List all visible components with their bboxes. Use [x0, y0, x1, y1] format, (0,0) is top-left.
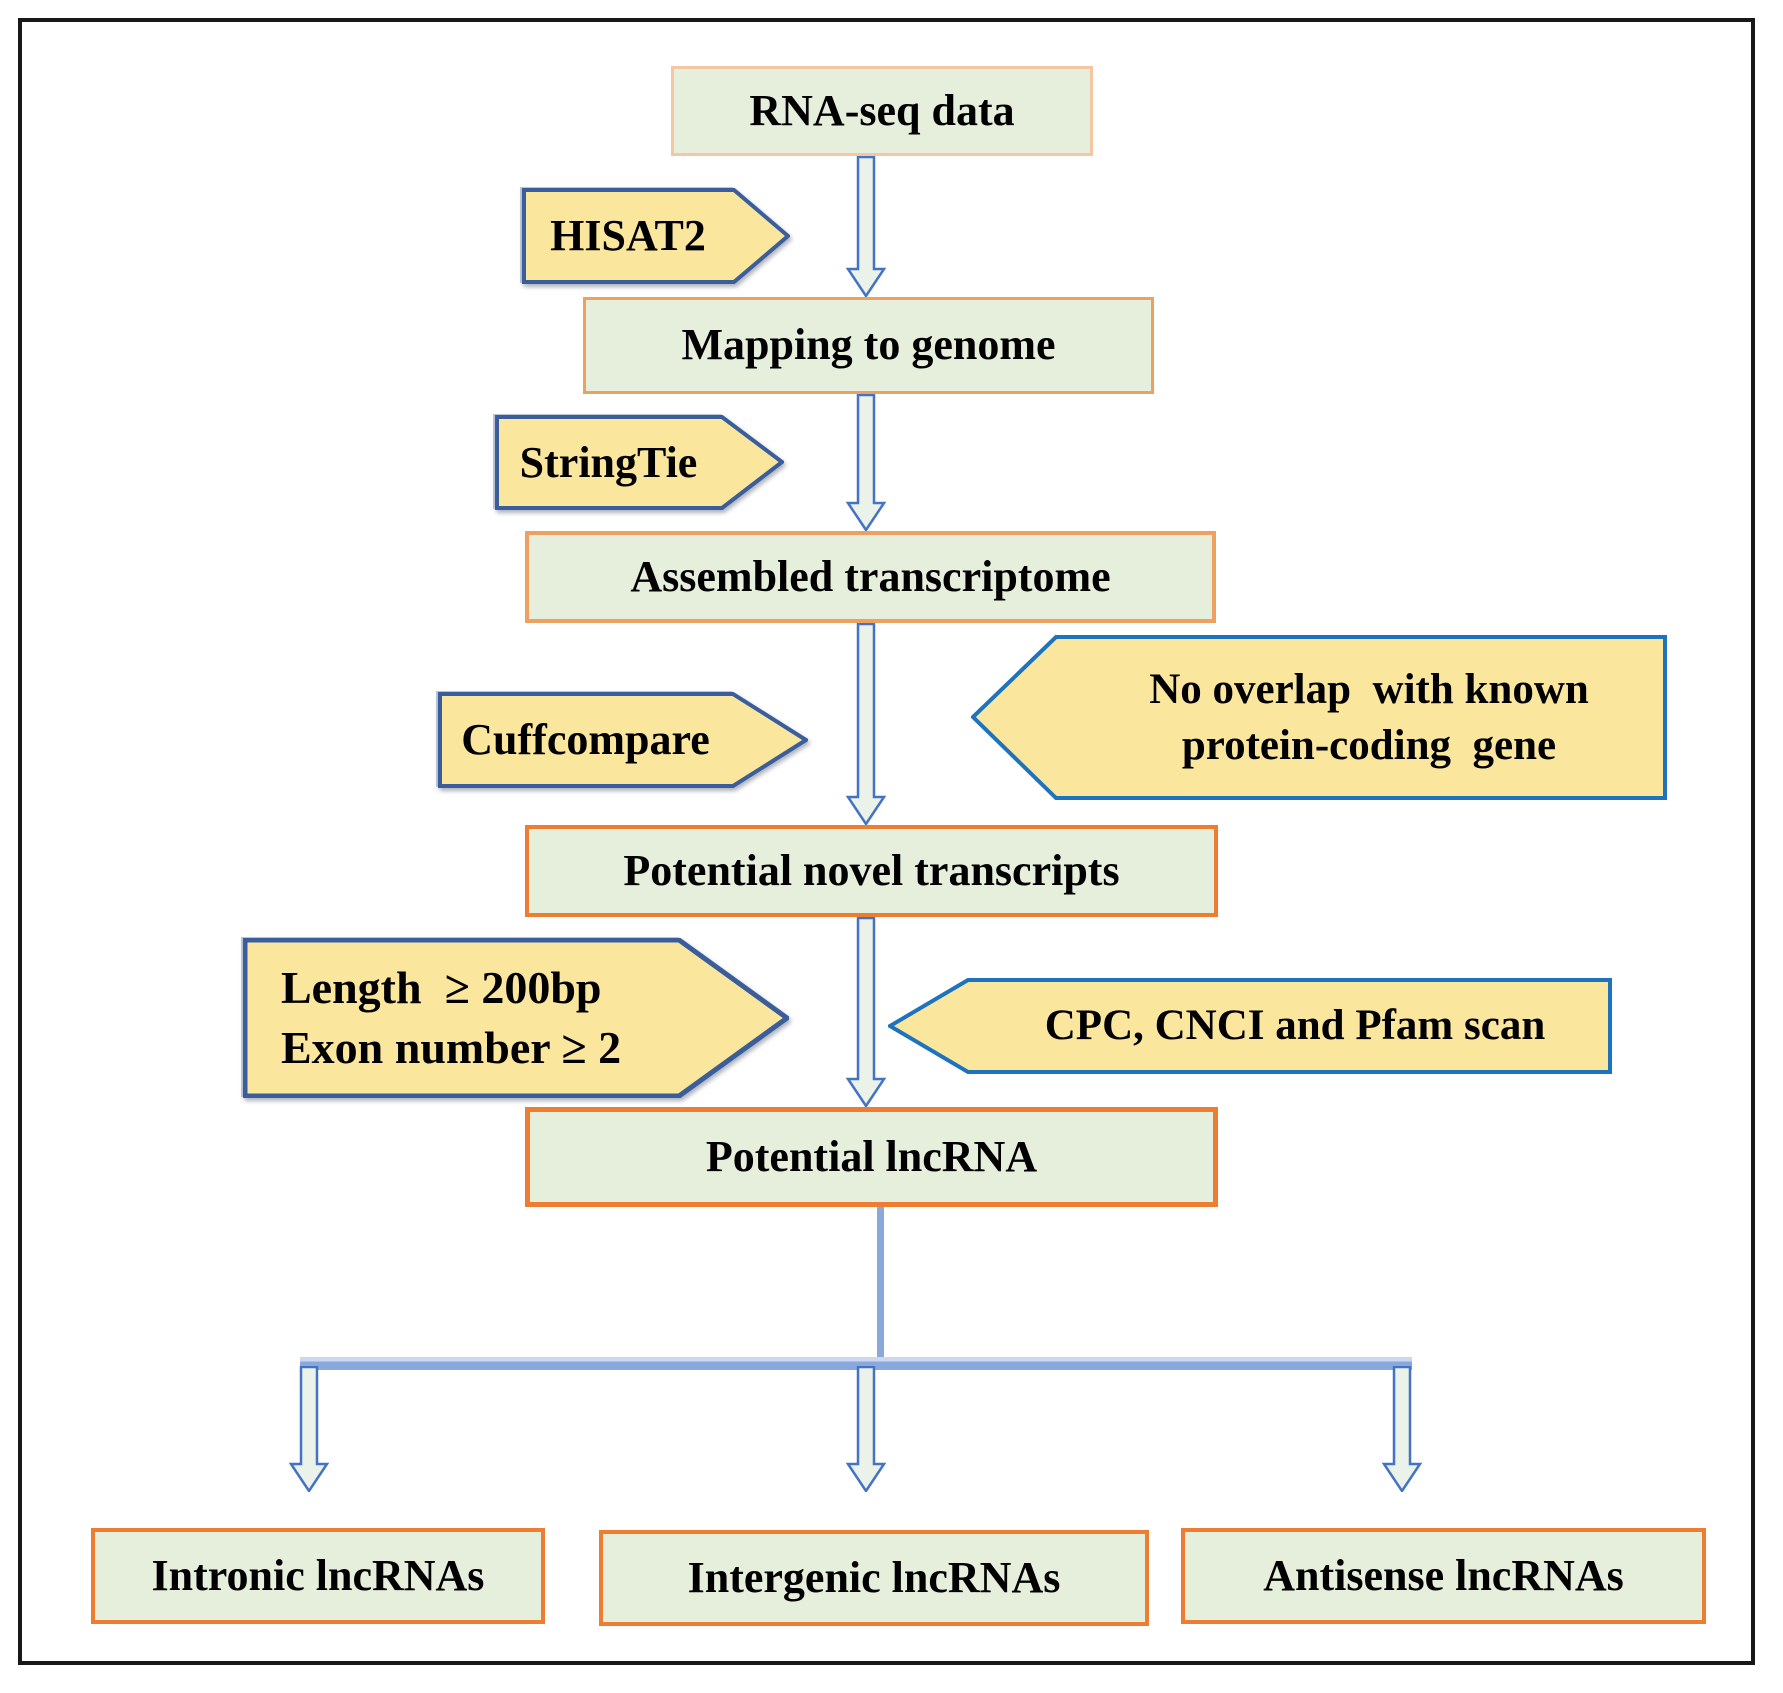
- connector-branch-bar: [300, 1357, 1412, 1370]
- arrow-branch-intergenic: [846, 1366, 886, 1492]
- node-mapping-to-genome: Mapping to genome: [583, 297, 1154, 394]
- arrow-branch-antisense: [1382, 1366, 1422, 1492]
- callout-cpc-cnci-pfam: CPC, CNCI and Pfam scan: [888, 978, 1612, 1074]
- callout-cuffcompare-label: Cuffcompare: [461, 715, 710, 765]
- node-rna-seq-data-label: RNA-seq data: [749, 85, 1015, 135]
- length-filter-line1: Length ≥ 200bp: [281, 962, 602, 1014]
- pentagon-left-shape: [971, 635, 1667, 800]
- callout-hisat2-label: HISAT2: [550, 211, 706, 261]
- arrow-assembled-to-novel: [846, 623, 886, 825]
- pentagon-right-shape: [495, 415, 784, 510]
- node-potential-lncrna: Potential lncRNA: [525, 1107, 1218, 1207]
- callout-length-exon-filter: Length ≥ 200bp Exon number ≥ 2: [243, 938, 789, 1098]
- callout-stringtie: StringTie: [495, 415, 784, 510]
- node-antisense-lncrnas-label: Antisense lncRNAs: [1263, 1550, 1624, 1600]
- arrow-novel-to-lncrna: [846, 917, 886, 1107]
- callout-cpc-cnci-pfam-label: CPC, CNCI and Pfam scan: [1044, 1002, 1546, 1050]
- connector-lncrna-stem: [877, 1207, 884, 1357]
- pentagon-right-shape: [243, 938, 789, 1098]
- pentagon-right-shape: [438, 692, 808, 788]
- no-overlap-line2: protein-coding gene: [1181, 721, 1557, 769]
- pentagon-right-shape: [522, 188, 790, 284]
- node-potential-lncrna-label: Potential lncRNA: [705, 1131, 1038, 1181]
- callout-length-exon-label: Length ≥ 200bp Exon number ≥ 2: [243, 938, 789, 1098]
- node-potential-novel-transcripts-label: Potential novel transcripts: [623, 845, 1120, 895]
- node-intergenic-lncrnas-label: Intergenic lncRNAs: [687, 1552, 1061, 1602]
- node-intronic-lncrnas-label: Intronic lncRNAs: [151, 1550, 485, 1600]
- node-mapping-to-genome-label: Mapping to genome: [681, 320, 1056, 370]
- node-assembled-transcriptome-label: Assembled transcriptome: [630, 551, 1111, 601]
- callout-stringtie-label: StringTie: [519, 437, 698, 487]
- arrow-rnaseq-to-mapping: [846, 156, 886, 297]
- node-rna-seq-data: RNA-seq data: [671, 66, 1093, 156]
- callout-cuffcompare: Cuffcompare: [438, 692, 808, 788]
- callout-hisat2: HISAT2: [522, 188, 790, 284]
- arrow-branch-intronic: [289, 1366, 329, 1492]
- length-filter-line2: Exon number ≥ 2: [281, 1022, 622, 1073]
- node-potential-novel-transcripts: Potential novel transcripts: [525, 825, 1218, 917]
- callout-no-overlap: No overlap with known protein-coding gen…: [971, 635, 1667, 800]
- pentagon-left-shape: [888, 978, 1612, 1074]
- no-overlap-line1: No overlap with known: [1149, 665, 1589, 713]
- node-antisense-lncrnas: Antisense lncRNAs: [1181, 1528, 1706, 1624]
- arrow-mapping-to-assembled: [846, 394, 886, 531]
- node-assembled-transcriptome: Assembled transcriptome: [525, 531, 1216, 623]
- callout-no-overlap-label: No overlap with known protein-coding gen…: [971, 635, 1667, 800]
- node-intronic-lncrnas: Intronic lncRNAs: [91, 1528, 545, 1624]
- node-intergenic-lncrnas: Intergenic lncRNAs: [599, 1530, 1149, 1626]
- figure-frame: RNA-seq data Mapping to genome Assembled…: [18, 18, 1755, 1665]
